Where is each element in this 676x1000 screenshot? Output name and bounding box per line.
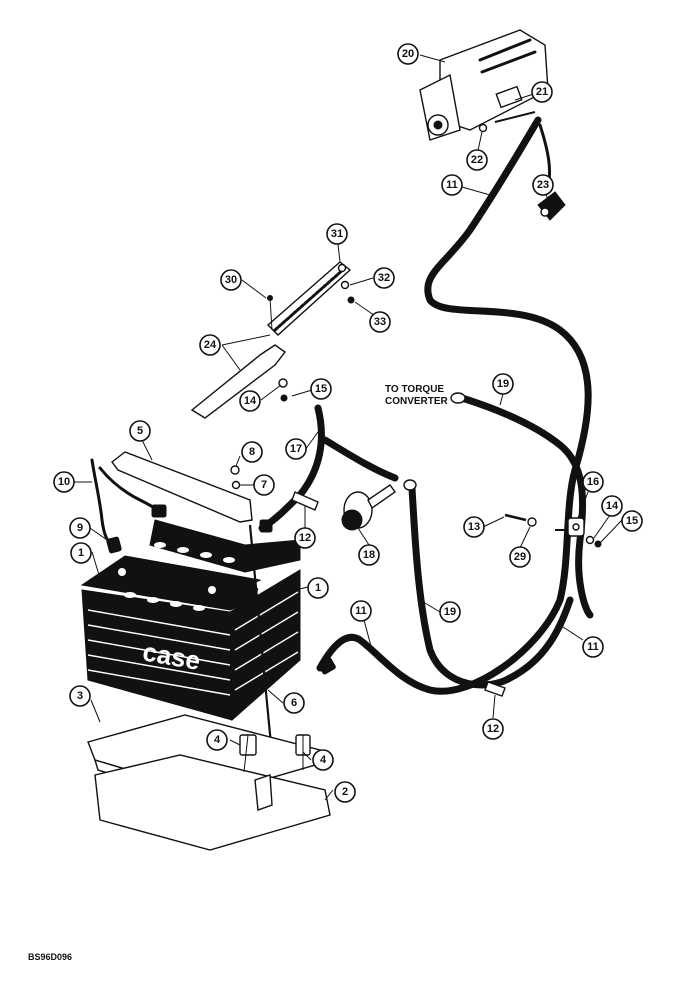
callout-7: 7 xyxy=(253,474,275,496)
svg-text:14: 14 xyxy=(606,500,619,512)
svg-text:14: 14 xyxy=(244,395,257,407)
callout-13: 13 xyxy=(463,516,485,538)
callout-15-strap: 15 xyxy=(310,378,332,400)
callout-19-top: 19 xyxy=(492,373,514,395)
callout-24: 24 xyxy=(199,334,221,356)
callout-29: 29 xyxy=(509,546,531,568)
svg-text:29: 29 xyxy=(514,551,526,563)
svg-text:11: 11 xyxy=(587,641,599,653)
svg-text:9: 9 xyxy=(77,522,83,534)
callout-4-right: 4 xyxy=(312,749,334,771)
figure-code: BS96D096 xyxy=(28,952,72,962)
nut-washer-starter xyxy=(478,111,536,133)
svg-text:24: 24 xyxy=(204,339,217,351)
ground-strap xyxy=(190,261,355,419)
svg-text:30: 30 xyxy=(225,274,237,286)
svg-text:23: 23 xyxy=(537,179,549,191)
callout-12-upper: 12 xyxy=(294,527,316,549)
callout-11-starter: 11 xyxy=(441,174,463,196)
svg-text:1: 1 xyxy=(78,547,84,559)
connector-plug xyxy=(151,504,336,675)
bolt-13-washer-29 xyxy=(504,513,602,548)
svg-text:1: 1 xyxy=(315,582,321,594)
callout-17: 17 xyxy=(285,438,307,460)
note-torque-converter-line1: TO TORQUE xyxy=(385,384,444,395)
svg-text:2: 2 xyxy=(342,786,348,798)
note-torque-converter-line2: CONVERTER xyxy=(385,396,449,407)
svg-text:12: 12 xyxy=(299,532,311,544)
svg-text:22: 22 xyxy=(471,154,483,166)
callout-20: 20 xyxy=(397,43,419,65)
callout-19-lower: 19 xyxy=(439,601,461,623)
callout-4-left: 4 xyxy=(206,729,228,751)
callout-11-left: 11 xyxy=(350,600,372,622)
callout-22: 22 xyxy=(466,149,488,171)
callout-9: 9 xyxy=(69,517,91,539)
cable-19-lower xyxy=(408,484,574,689)
cable-clamp-12 xyxy=(291,491,506,697)
callout-32: 32 xyxy=(373,267,395,289)
svg-text:11: 11 xyxy=(355,605,367,617)
svg-text:31: 31 xyxy=(331,228,343,240)
leader-lines xyxy=(73,54,623,801)
callout-21: 21 xyxy=(531,81,553,103)
boot-23 xyxy=(537,191,566,221)
svg-text:11: 11 xyxy=(446,179,458,191)
svg-text:16: 16 xyxy=(587,476,599,488)
battery-base-plate xyxy=(94,734,331,851)
svg-text:10: 10 xyxy=(58,476,70,488)
svg-text:5: 5 xyxy=(137,425,143,437)
svg-text:18: 18 xyxy=(363,549,375,561)
callout-31: 31 xyxy=(326,223,348,245)
callout-11-right: 11 xyxy=(582,636,604,658)
svg-text:19: 19 xyxy=(497,378,509,390)
cable-17 xyxy=(258,404,325,532)
svg-text:8: 8 xyxy=(249,446,255,458)
battery: case xyxy=(80,519,301,722)
svg-text:4: 4 xyxy=(214,734,221,746)
callout-14-right: 14 xyxy=(601,495,623,517)
callout-15-right: 15 xyxy=(621,510,643,532)
callout-10: 10 xyxy=(53,471,75,493)
connector-9 xyxy=(106,536,122,554)
callout-14-strap: 14 xyxy=(239,390,261,412)
callout-16: 16 xyxy=(582,471,604,493)
terminal-lug-19 xyxy=(403,392,466,491)
callout-18: 18 xyxy=(358,544,380,566)
callout-2: 2 xyxy=(334,781,356,803)
solenoid-18 xyxy=(341,484,396,531)
svg-text:12: 12 xyxy=(487,723,499,735)
svg-text:21: 21 xyxy=(536,86,548,98)
terminal-16 xyxy=(567,517,585,537)
callout-30: 30 xyxy=(220,269,242,291)
callout-6: 6 xyxy=(283,692,305,714)
callout-12-lower: 12 xyxy=(482,718,504,740)
cable-11-starter xyxy=(316,116,592,695)
svg-text:4: 4 xyxy=(320,754,327,766)
svg-text:7: 7 xyxy=(261,479,267,491)
callout-1-right: 1 xyxy=(307,577,329,599)
svg-text:20: 20 xyxy=(402,48,414,60)
svg-text:13: 13 xyxy=(468,521,480,533)
callout-3: 3 xyxy=(69,685,91,707)
svg-text:3: 3 xyxy=(77,690,83,702)
svg-text:15: 15 xyxy=(315,383,327,395)
svg-text:19: 19 xyxy=(444,606,456,618)
hold-down-bar xyxy=(111,451,253,523)
cable-19-torque-converter xyxy=(458,394,594,619)
svg-text:17: 17 xyxy=(290,443,302,455)
cable-17-right xyxy=(321,436,399,482)
callout-33: 33 xyxy=(369,311,391,333)
svg-text:32: 32 xyxy=(378,272,390,284)
svg-text:6: 6 xyxy=(291,697,297,709)
svg-text:15: 15 xyxy=(626,515,638,527)
callout-5: 5 xyxy=(129,420,151,442)
callout-8: 8 xyxy=(241,441,263,463)
svg-text:33: 33 xyxy=(374,316,386,328)
callout-23: 23 xyxy=(532,174,554,196)
starter-motor xyxy=(419,29,549,141)
callout-1-left: 1 xyxy=(70,542,92,564)
